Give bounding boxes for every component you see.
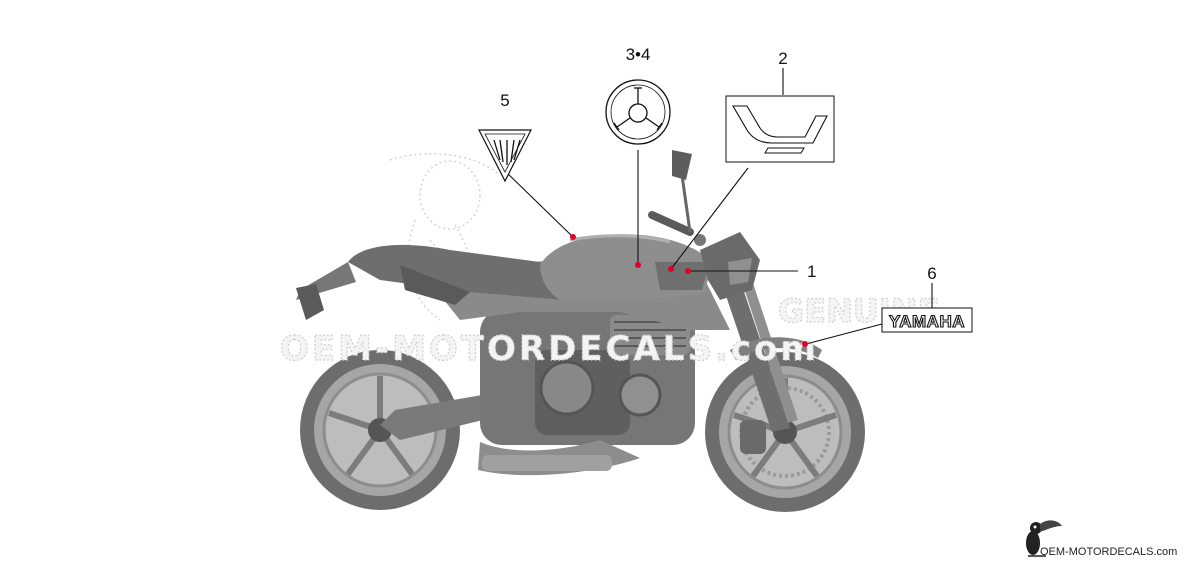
engine — [480, 310, 695, 445]
yamaha-text: YAMAHA — [889, 312, 965, 331]
callout-3-4: 3•4 — [626, 45, 651, 64]
watermark: GENUINE OEM-MOTORDECALS.com — [279, 291, 940, 369]
watermark-site: OEM-MOTORDECALS.com — [280, 329, 819, 369]
leader-lines — [504, 68, 933, 345]
site-credit: OEM-MOTORDECALS.com — [1026, 520, 1177, 558]
handlebar-mirror — [648, 150, 706, 246]
callout-2: 2 — [778, 49, 787, 68]
toucan-logo-icon — [1026, 520, 1062, 557]
tuning-fork-icon — [613, 87, 663, 131]
motorcycle — [296, 150, 865, 512]
part-2-stripe-decal — [725, 95, 835, 163]
callout-5: 5 — [500, 91, 509, 110]
front-wheel — [705, 352, 865, 512]
exhaust — [478, 440, 640, 476]
part-5-mt-emblem — [478, 129, 532, 183]
callout-1: 1 — [807, 262, 816, 281]
headlight-cowl — [700, 232, 760, 300]
seat-and-tail — [296, 244, 565, 320]
part-3-4-tuning-fork-emblem — [605, 79, 671, 145]
callout-6: 6 — [927, 264, 936, 283]
credit-text: OEM-MOTORDECALS.com — [1040, 546, 1177, 558]
callout-numbers: 5 3•4 2 1 6 — [500, 45, 936, 283]
fuel-tank — [540, 234, 712, 300]
marker-dots — [570, 234, 808, 347]
part-6-yamaha-decal: YAMAHA — [881, 307, 973, 333]
